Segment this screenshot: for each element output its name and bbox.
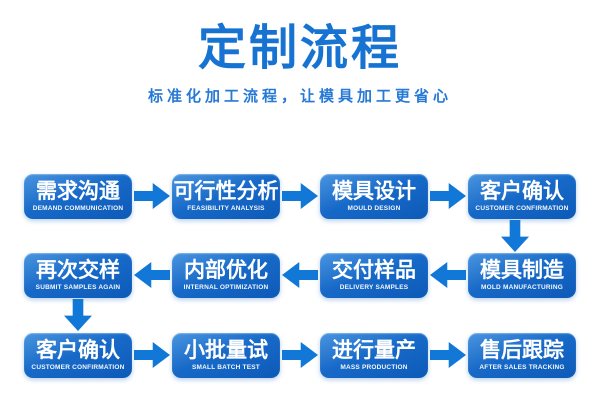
flow-step-internal-optimization: 内部优化 INTERNAL OPTIMIZATION xyxy=(172,253,280,298)
step-label-zh: 进行量产 xyxy=(332,338,416,362)
flow-step-delivery-samples: 交付样品 DELIVERY SAMPLES xyxy=(320,253,428,298)
step-label-zh: 客户确认 xyxy=(36,338,120,362)
flow-step-customer-confirmation-1: 客户确认 CUSTOMER CONFIRMATION xyxy=(468,174,576,219)
step-label-zh: 客户确认 xyxy=(480,179,564,203)
arrow-down-icon xyxy=(64,299,92,331)
flow-step-mass-production: 进行量产 MASS PRODUCTION xyxy=(320,333,428,378)
step-label-en: CUSTOMER CONFIRMATION xyxy=(475,205,569,213)
step-label-zh: 小批量试 xyxy=(184,338,268,362)
step-label-zh: 需求沟通 xyxy=(36,179,120,203)
step-label-zh: 模具设计 xyxy=(332,179,416,203)
step-label-en: MASS PRODUCTION xyxy=(340,364,408,372)
page-title: 定制流程 xyxy=(197,22,402,75)
flow-step-customer-confirmation-2: 客户确认 CUSTOMER CONFIRMATION xyxy=(24,333,132,378)
step-label-en: MOLD MANUFACTURING xyxy=(481,284,563,292)
step-label-en: DELIVERY SAMPLES xyxy=(339,284,409,292)
step-label-en: SMALL BATCH TEST xyxy=(192,364,260,372)
flow-step-after-sales-tracking: 售后跟踪 AFTER SALES TRACKING xyxy=(468,333,576,378)
arrow-right-icon xyxy=(282,342,318,368)
arrow-right-icon xyxy=(134,183,170,209)
step-label-en: AFTER SALES TRACKING xyxy=(479,364,565,372)
arrow-left-icon xyxy=(430,262,466,288)
arrow-right-icon xyxy=(134,342,170,368)
flow-step-feasibility-analysis: 可行性分析 FEASIBILITY ANALYSIS xyxy=(172,174,280,219)
step-label-en: MOULD DESIGN xyxy=(347,205,401,213)
step-label-en: FEASIBILITY ANALYSIS xyxy=(187,205,265,213)
step-label-zh: 模具制造 xyxy=(480,258,564,282)
arrow-right-icon xyxy=(430,342,466,368)
arrow-right-icon xyxy=(282,183,318,209)
step-label-en: DEMAND COMMUNICATION xyxy=(32,205,124,213)
flow-step-mould-design: 模具设计 MOULD DESIGN xyxy=(320,174,428,219)
flow-step-small-batch-test: 小批量试 SMALL BATCH TEST xyxy=(172,333,280,378)
step-label-zh: 可行性分析 xyxy=(173,179,279,203)
arrow-down-icon xyxy=(501,220,529,252)
step-label-en: CUSTOMER CONFIRMATION xyxy=(31,364,125,372)
page-subtitle: 标准化加工流程，让模具加工更省心 xyxy=(147,88,452,105)
step-label-zh: 交付样品 xyxy=(332,258,416,282)
step-label-zh: 再次交样 xyxy=(36,258,120,282)
step-label-zh: 售后跟踪 xyxy=(480,338,564,362)
step-label-en: INTERNAL OPTIMIZATION xyxy=(183,284,269,292)
flow-step-mold-manufacturing: 模具制造 MOLD MANUFACTURING xyxy=(468,253,576,298)
arrow-left-icon xyxy=(282,262,318,288)
flow-step-submit-samples-again: 再次交样 SUBMIT SAMPLES AGAIN xyxy=(24,253,132,298)
step-label-zh: 内部优化 xyxy=(184,258,268,282)
step-label-en: SUBMIT SAMPLES AGAIN xyxy=(35,284,121,292)
flow-step-demand-communication: 需求沟通 DEMAND COMMUNICATION xyxy=(24,174,132,219)
arrow-right-icon xyxy=(430,183,466,209)
arrow-left-icon xyxy=(134,262,170,288)
